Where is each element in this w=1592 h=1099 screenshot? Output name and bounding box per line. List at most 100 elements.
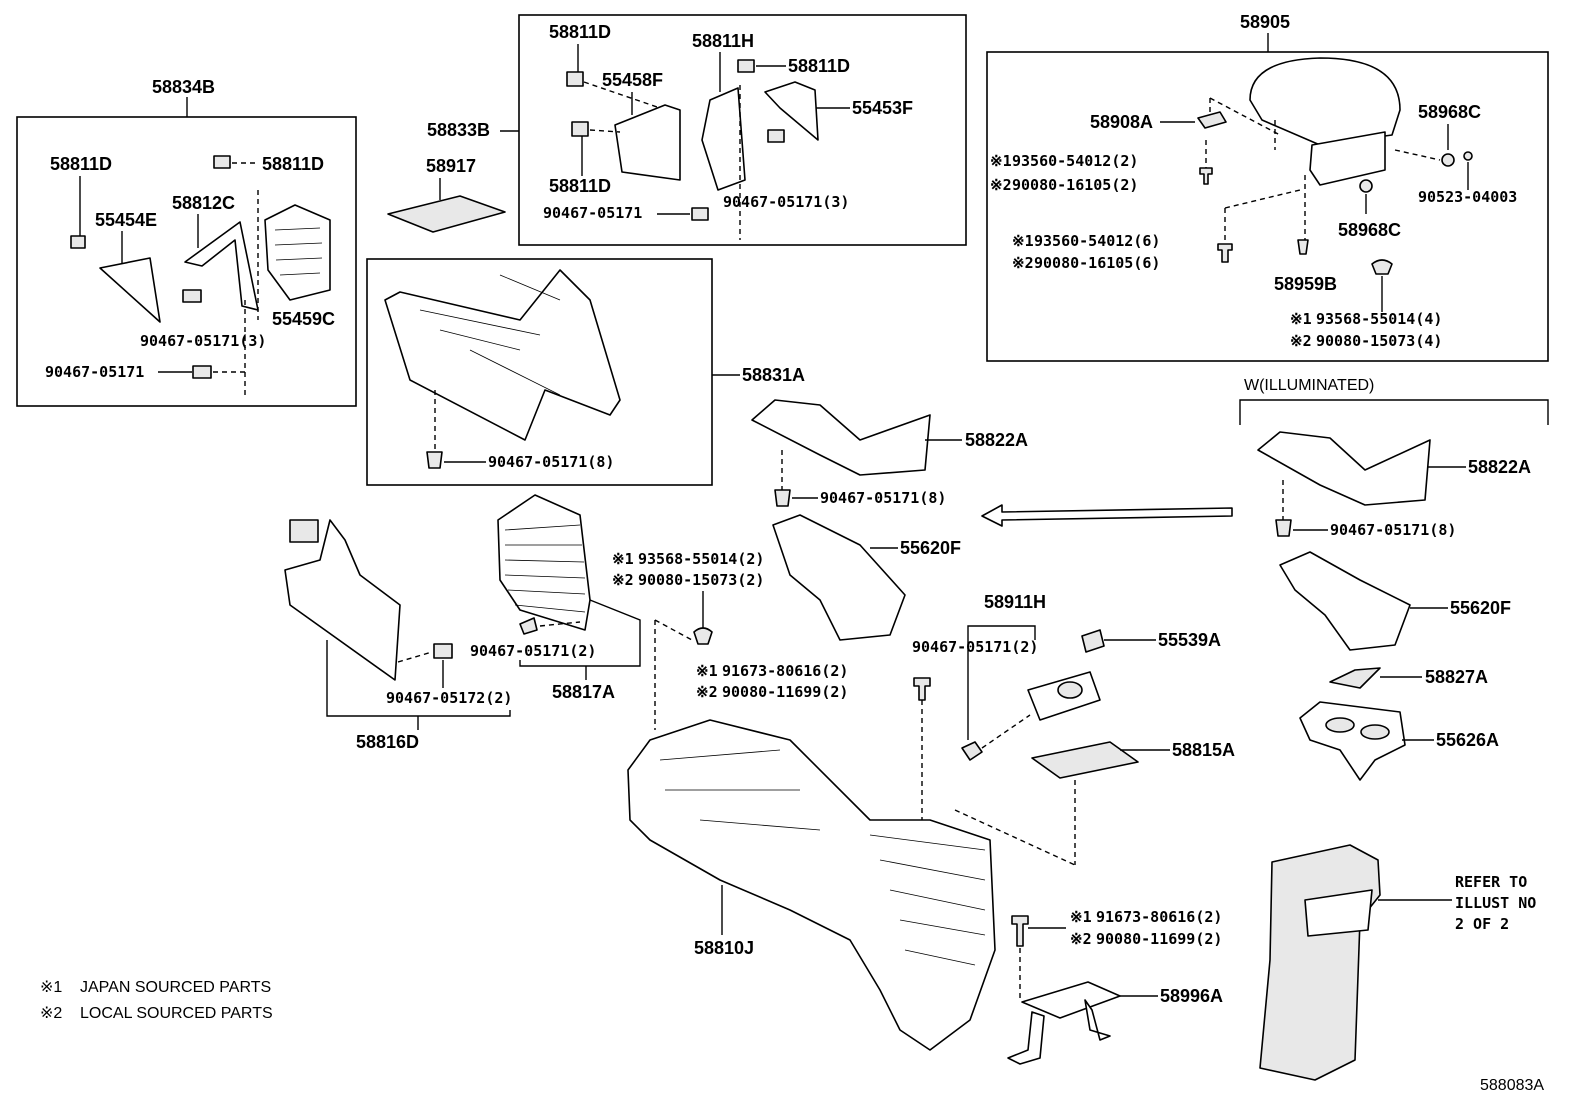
mark: ※1	[612, 550, 634, 568]
cupholder-part-55626A	[1299, 701, 1406, 781]
part-label: 90523-04003	[1418, 188, 1517, 206]
part-label: 58811D	[262, 154, 324, 174]
clip-part	[192, 365, 212, 379]
part-label: 58812C	[172, 193, 235, 213]
mark: ※2	[696, 683, 718, 701]
bracket-58996A-group: ※1 91673-80616(2) ※2 90080-11699(2) 5899…	[1007, 908, 1223, 1065]
panel-part-58816D	[284, 519, 401, 681]
side-panels-group: 90467-05172(2) 58816D 90467-05171(2) 588…	[284, 494, 641, 752]
part-label: 58822A	[1468, 457, 1531, 477]
nut-part	[1463, 151, 1473, 161]
part-label: 90467-05171	[543, 204, 642, 222]
screw-part	[1199, 167, 1213, 185]
group-label: 58911H	[984, 592, 1046, 612]
drawing-number: 588083A	[1480, 1077, 1544, 1094]
clip-part	[1275, 519, 1292, 537]
grommet-part	[1441, 153, 1455, 167]
rear-panel-window	[1304, 889, 1373, 937]
console-upper-58831A	[384, 269, 621, 441]
connector-part	[289, 519, 319, 543]
group-58905: 58905 58908A 58968C 90523-04003 58968C ※…	[986, 12, 1549, 362]
group-58834B: 58834B 58811D 58811D 55454E 58812C 55459…	[16, 77, 357, 407]
part-label: 58811D	[549, 176, 611, 196]
part-label: 90080-11699(2)	[1096, 930, 1222, 948]
part-label: 55453F	[852, 98, 913, 118]
footnote-text: JAPAN SOURCED PARTS	[80, 979, 271, 996]
part-label: 90080-16105(2)	[1012, 176, 1138, 194]
bolt-part	[1011, 915, 1029, 947]
part-label: 58811H	[692, 31, 754, 51]
panel-part-58817A	[497, 494, 591, 631]
part-label: 58811D	[788, 56, 850, 76]
clip-part	[1371, 259, 1393, 275]
panel-part-55458F	[614, 104, 681, 181]
part-label: 90080-11699(2)	[722, 683, 848, 701]
mark: ※1	[990, 152, 1012, 170]
box-part-55620F	[772, 514, 906, 641]
console-body-58810J	[627, 719, 996, 1051]
part-label: 55539A	[1158, 630, 1221, 650]
bolt-part	[913, 677, 931, 701]
part-label: 55454E	[95, 210, 157, 230]
clip-part	[737, 59, 755, 73]
mark: ※2	[1012, 254, 1034, 272]
group-box	[986, 51, 1549, 362]
clip-part	[961, 741, 983, 761]
fasteners-center: ※1 93568-55014(2) ※2 90080-15073(2) ※1 9…	[612, 550, 931, 830]
group-label: 58831A	[742, 365, 805, 385]
refer-line: 2 OF 2	[1455, 915, 1509, 933]
mark: ※1	[1070, 908, 1092, 926]
part-label: 90080-16105(6)	[1034, 254, 1160, 272]
grommet-part	[1359, 179, 1373, 193]
group-58833B: 58833B 58917 58811D 55458F 58811D 58811H…	[387, 14, 967, 246]
part-label: 93560-54012(6)	[1034, 232, 1160, 250]
bracket-legs	[1007, 999, 1111, 1065]
clip-part	[691, 207, 709, 221]
bracket-part-55453F	[764, 81, 819, 141]
part-label: 58968C	[1418, 102, 1481, 122]
group-label: 58833B	[427, 120, 490, 140]
bracket-part-55459C	[264, 204, 331, 301]
armrest-base	[1309, 131, 1386, 186]
bezel-part-58822A	[751, 399, 931, 476]
part-label: 90467-05171(8)	[820, 489, 946, 507]
part-label: 58959B	[1274, 274, 1337, 294]
part-label: 91673-80616(2)	[722, 662, 848, 680]
part-label: 90467-05171(3)	[140, 332, 266, 350]
garnish-part-58812C	[184, 221, 259, 311]
mark: ※1	[1012, 232, 1034, 250]
footnote-text: LOCAL SOURCED PARTS	[80, 1005, 273, 1022]
clip-part	[693, 627, 713, 645]
mark: ※2	[1070, 930, 1092, 948]
part-label: 58822A	[965, 430, 1028, 450]
part-label: 93568-55014(4)	[1316, 310, 1442, 328]
part-label: 55459C	[272, 309, 335, 329]
screw-part	[1217, 243, 1233, 263]
part-label: 91673-80616(2)	[1096, 908, 1222, 926]
footnotes: ※1 JAPAN SOURCED PARTS ※2 LOCAL SOURCED …	[40, 979, 273, 1022]
part-label: 90467-05171(8)	[488, 453, 614, 471]
part-label: 58908A	[1090, 112, 1153, 132]
garnish-part-58827A	[1329, 667, 1381, 689]
part-label: 58917	[426, 156, 476, 176]
clip-part	[182, 289, 202, 303]
mat-part-58815A	[1031, 741, 1139, 779]
clip-part	[571, 121, 589, 137]
mark: ※2	[612, 571, 634, 589]
garnish-part-58811H	[701, 87, 746, 191]
refer-panel-group: REFER TO ILLUST NO 2 OF 2	[1259, 844, 1536, 1081]
group-label: 58834B	[152, 77, 215, 97]
mat-part-58917	[387, 195, 506, 233]
box-part-55620F-illum	[1279, 551, 1411, 651]
part-label: 58811D	[50, 154, 112, 174]
group-58831A: 90467-05171(8) 58831A	[366, 258, 805, 486]
part-label: 55626A	[1436, 730, 1499, 750]
part-label: 93568-55014(2)	[638, 550, 764, 568]
clip-part	[1197, 111, 1227, 129]
part-label: 58815A	[1172, 740, 1235, 760]
clip-part	[774, 489, 791, 507]
part-label: 90080-15073(4)	[1316, 332, 1442, 350]
part-label: 90467-05171	[45, 363, 144, 381]
